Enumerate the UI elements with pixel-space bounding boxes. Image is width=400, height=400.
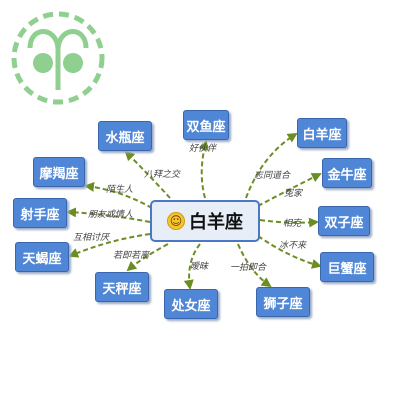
node-label: 天蝎座 xyxy=(22,251,62,267)
node-label: 天秤座 xyxy=(102,281,142,297)
node-libra: 天秤座 xyxy=(95,272,149,302)
node-pisces: 双鱼座 xyxy=(183,110,229,140)
node-leo: 狮子座 xyxy=(256,287,310,317)
node-label: 水瓶座 xyxy=(105,130,145,146)
relation-label-capricorn: 陌生人 xyxy=(106,185,134,195)
node-taurus: 金牛座 xyxy=(322,158,372,188)
node-label: 处女座 xyxy=(171,298,211,314)
node-label: 射手座 xyxy=(20,207,60,223)
smiley-icon: ☺ xyxy=(167,212,185,230)
node-label: 双鱼座 xyxy=(186,119,226,135)
relation-label-cancer: 冰不来 xyxy=(279,241,307,251)
node-virgo: 处女座 xyxy=(164,289,218,319)
node-aries: 白羊座 xyxy=(297,118,347,148)
node-label: 双子座 xyxy=(324,215,364,231)
aries-logo-icon xyxy=(11,11,105,105)
node-label: 白羊座 xyxy=(302,127,342,143)
relation-label-virgo: 暧昧 xyxy=(190,262,209,272)
relation-label-taurus: 冤家 xyxy=(284,189,303,199)
node-scorpio: 天蝎座 xyxy=(15,242,69,272)
node-aquarius: 水瓶座 xyxy=(98,121,152,151)
node-label: 狮子座 xyxy=(263,296,303,312)
center-label: 白羊座 xyxy=(189,212,243,233)
center-node-aries: ☺ 白羊座 xyxy=(150,200,260,242)
relation-label-leo: 一拍即合 xyxy=(230,263,267,273)
relation-label-libra: 若即若离 xyxy=(113,251,150,261)
node-label: 金牛座 xyxy=(327,167,367,183)
relation-label-gemini: 相克 xyxy=(283,219,302,229)
node-gemini: 双子座 xyxy=(318,206,370,236)
node-label: 巨蟹座 xyxy=(327,261,367,277)
relation-label-sagittarius: 朋友或情人 xyxy=(88,210,134,220)
relation-label-scorpio: 互相讨厌 xyxy=(73,233,110,243)
relation-label-aquarius: 八拜之交 xyxy=(144,170,181,180)
node-capricorn: 摩羯座 xyxy=(33,157,85,187)
node-sagittarius: 射手座 xyxy=(13,198,67,228)
relation-label-pisces: 好伙伴 xyxy=(189,144,217,154)
node-label: 摩羯座 xyxy=(39,166,79,182)
node-cancer: 巨蟹座 xyxy=(320,252,374,282)
relation-label-aries: 志同道合 xyxy=(254,171,291,181)
